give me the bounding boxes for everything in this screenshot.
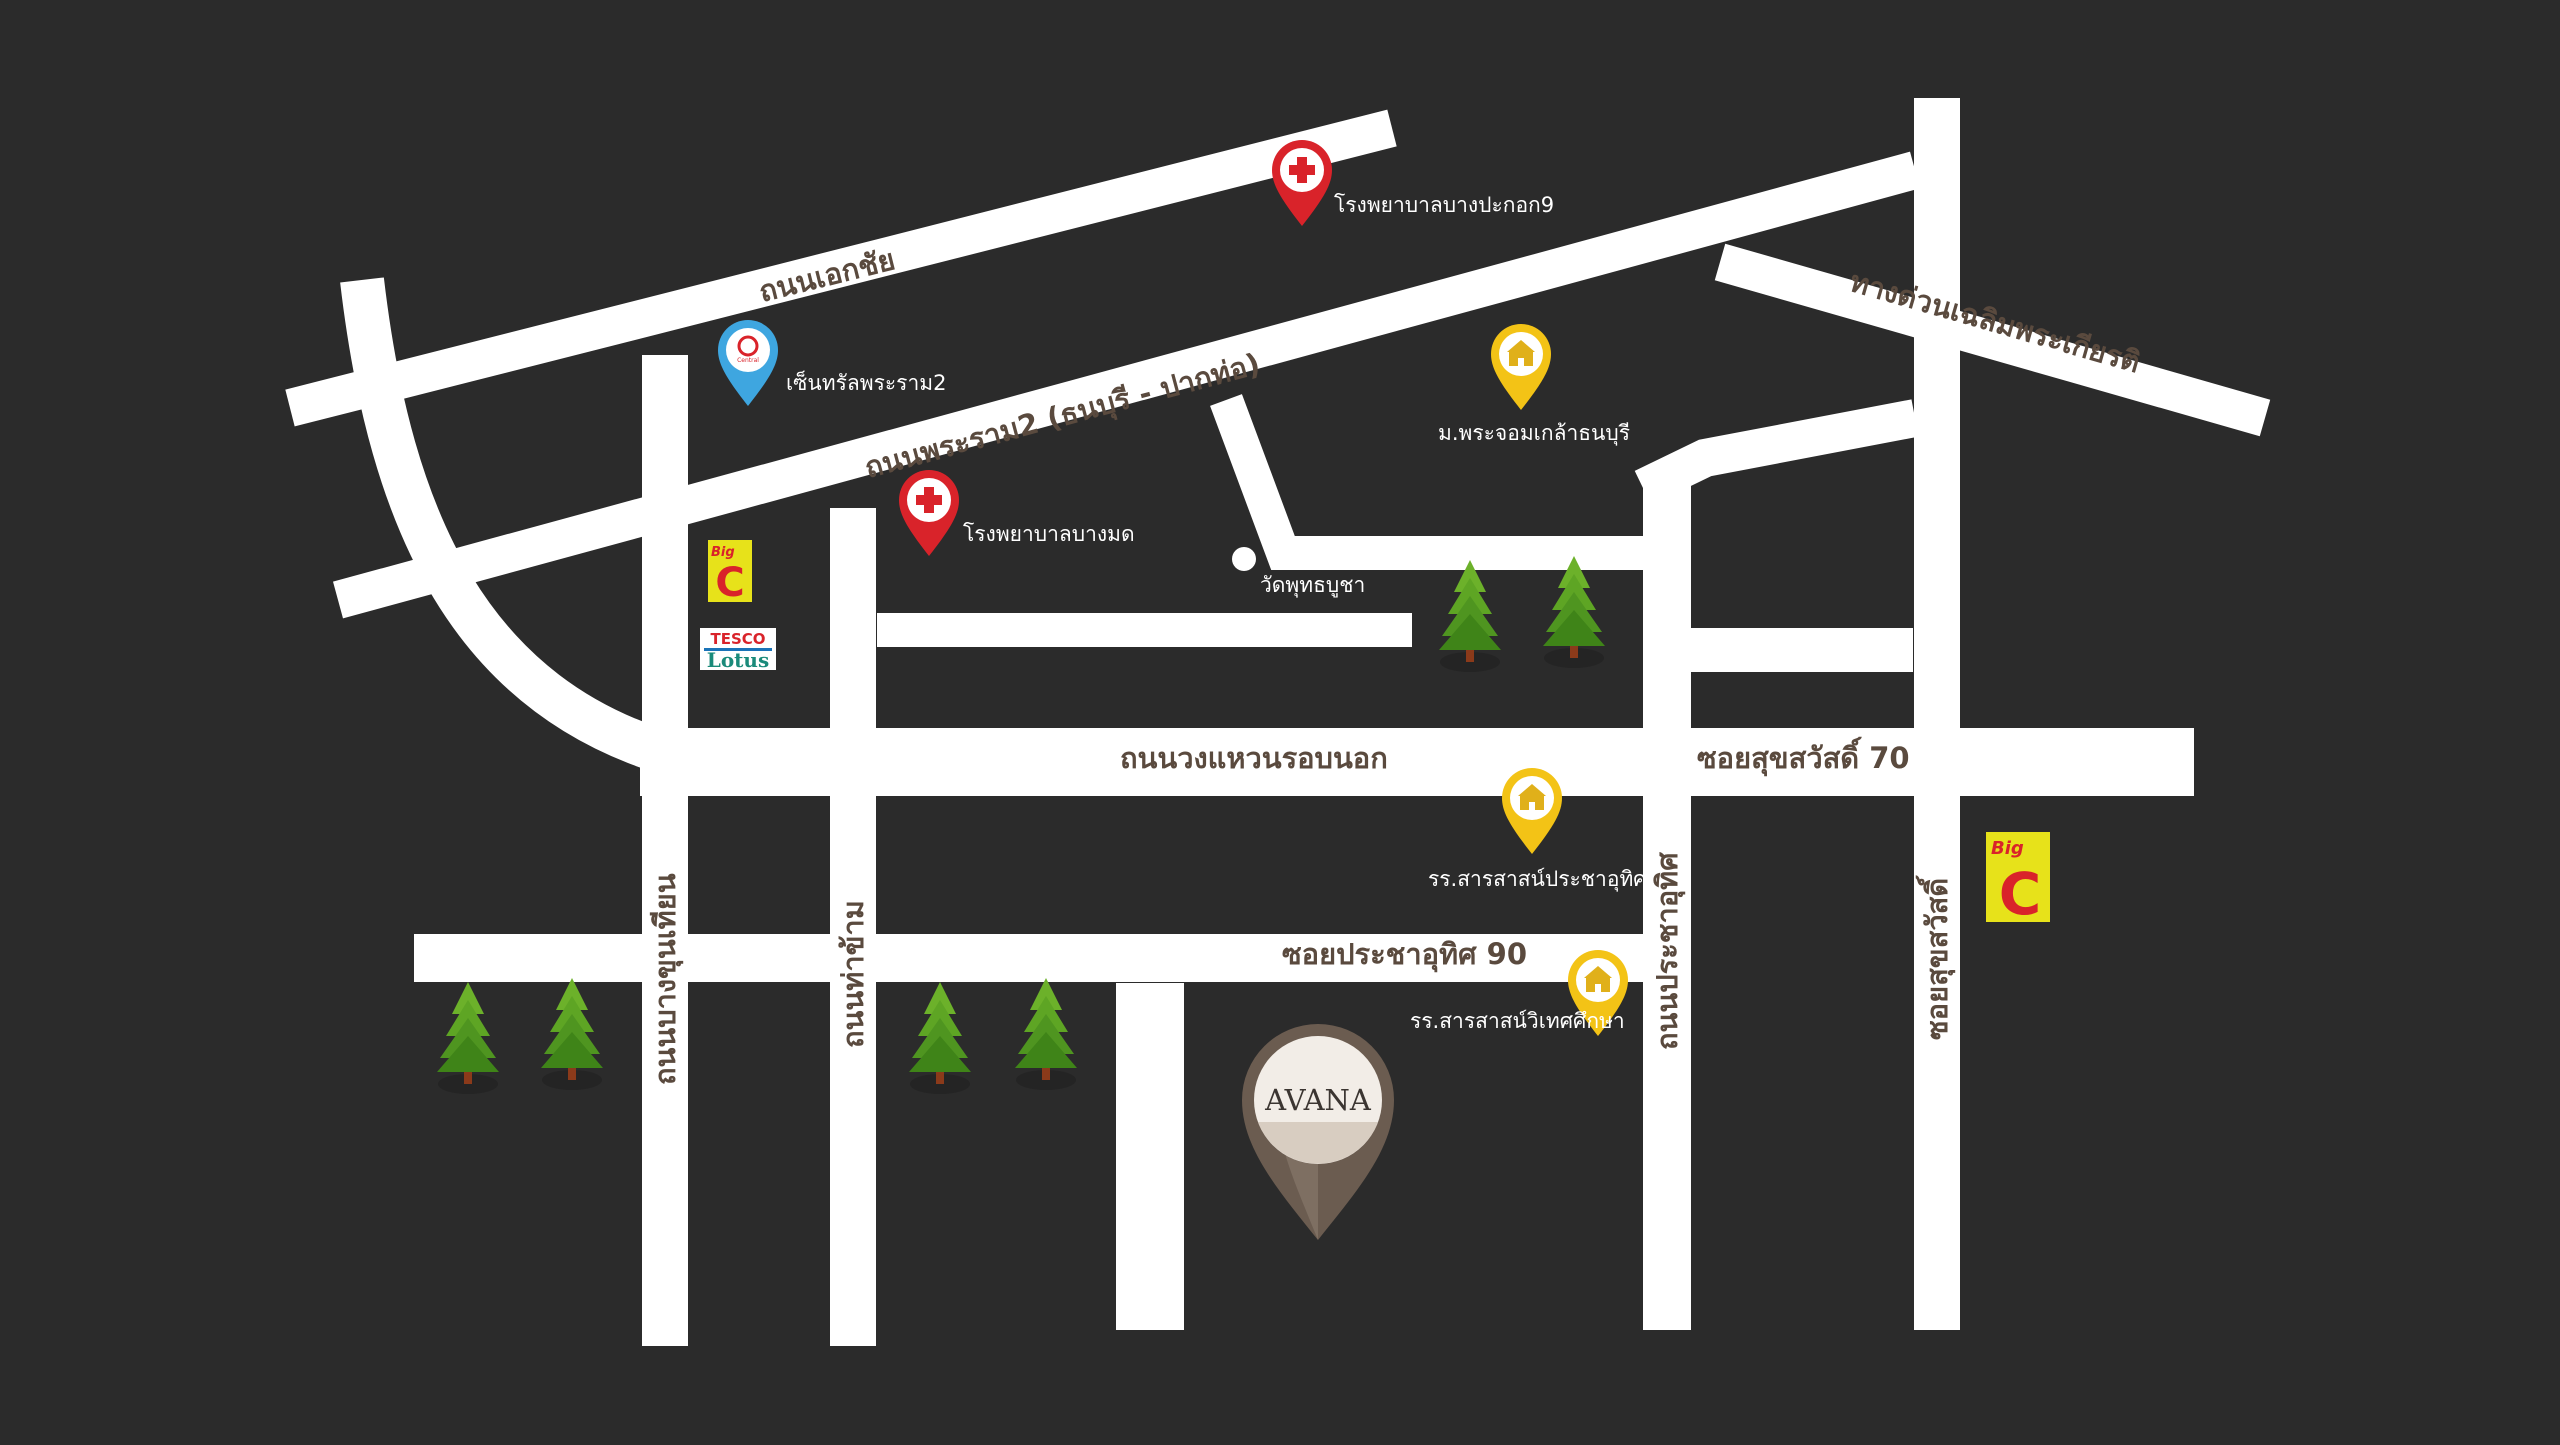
label-bang-khun-thian: ถนนบางขุนเทียน <box>648 873 683 1085</box>
hospital-pin-icon <box>899 470 959 556</box>
temple-dot-icon <box>1232 547 1256 571</box>
school-pin-icon <box>1568 950 1628 1036</box>
poi-central-rama2[interactable]: Central เซ็นทรัลพระราม2 <box>718 320 946 406</box>
label-kmutt: ม.พระจอมเกล้าธนบุรี <box>1438 421 1630 446</box>
project-pin-shade <box>1258 1122 1378 1164</box>
poi-bangpakok9[interactable]: โรงพยาบาลบางปะกอก9 <box>1272 140 1554 226</box>
tree-icon <box>1543 556 1605 668</box>
project-name: AVANA <box>1264 1083 1372 1117</box>
poi-school-pracha-uthit[interactable]: รร.สารสาสน์ประชาอุทิศ <box>1428 768 1647 892</box>
mall-pin-icon: Central <box>718 320 778 406</box>
lotus-text: Lotus <box>707 648 769 672</box>
label-bangpakok9: โรงพยาบาลบางปะกอก9 <box>1334 193 1554 217</box>
label-soi-suksawat: ซอยสุขสวัสดิ์ <box>1915 875 1955 1040</box>
hospital-pin-icon <box>1272 140 1332 226</box>
label-central-rama2: เซ็นทรัลพระราม2 <box>786 369 946 395</box>
tree-icon <box>437 982 499 1094</box>
bigc-logo-right[interactable]: Big C <box>1986 832 2050 928</box>
bigc-big-text: Big <box>711 545 735 560</box>
road-network <box>285 98 2271 1346</box>
poi-kmutt[interactable]: ม.พระจอมเกล้าธนบุรี <box>1438 324 1630 446</box>
poi-school-witet[interactable]: รร.สารสาสน์วิเทศศึกษา <box>1410 950 1628 1036</box>
bigc-c-letter: C <box>715 560 744 606</box>
label-pracha-uthit-90: ซอยประชาอุทิศ 90 <box>1282 937 1527 972</box>
tesco-lotus-logo[interactable]: TESCO Lotus <box>700 628 776 672</box>
label-school-pracha-uthit: รร.สารสาสน์ประชาอุทิศ <box>1428 867 1647 892</box>
road-rama2 <box>333 151 1920 619</box>
school-pin-icon <box>1502 768 1562 854</box>
label-wat-phutthabucha: วัดพุทธบูชา <box>1260 573 1365 598</box>
label-tha-kham: ถนนท่าข้าม <box>836 900 870 1048</box>
road-ekkachai <box>285 109 1397 427</box>
road-curve <box>340 277 686 779</box>
road-wat-loop <box>1210 394 1643 570</box>
tree-icon <box>541 978 603 1090</box>
tree-icon <box>1439 560 1501 672</box>
label-pracha-uthit: ถนนประชาอุทิศ <box>1650 852 1685 1050</box>
project-pin[interactable]: AVANA <box>1242 1024 1394 1240</box>
tree-icon <box>909 982 971 1094</box>
tesco-text: TESCO <box>710 630 765 648</box>
label-school-witet: รร.สารสาสน์วิเทศศึกษา <box>1410 1009 1625 1033</box>
label-suksawat70: ซอยสุขสวัสดิ์ 70 <box>1697 736 1910 776</box>
bigc-logo-left[interactable]: Big C <box>708 540 752 606</box>
road-expressway <box>1714 243 2271 437</box>
label-bangmod-hospital: โรงพยาบาลบางมด <box>963 522 1135 546</box>
label-outer-ring: ถนนวงแหวนรอบนอก <box>1120 741 1388 775</box>
bigc-c-letter: C <box>1999 860 2042 928</box>
tree-icon <box>1015 978 1077 1090</box>
label-rama2: ถนนพระราม2 (ธนบุรี - ปากท่อ) <box>861 346 1264 485</box>
central-badge-text: Central <box>737 357 759 364</box>
bigc-big-text: Big <box>1991 838 2024 859</box>
poi-bangmod-hospital[interactable]: โรงพยาบาลบางมด <box>899 470 1135 556</box>
poi-wat-phutthabucha[interactable]: วัดพุทธบูชา <box>1232 547 1365 598</box>
school-pin-icon <box>1491 324 1551 410</box>
